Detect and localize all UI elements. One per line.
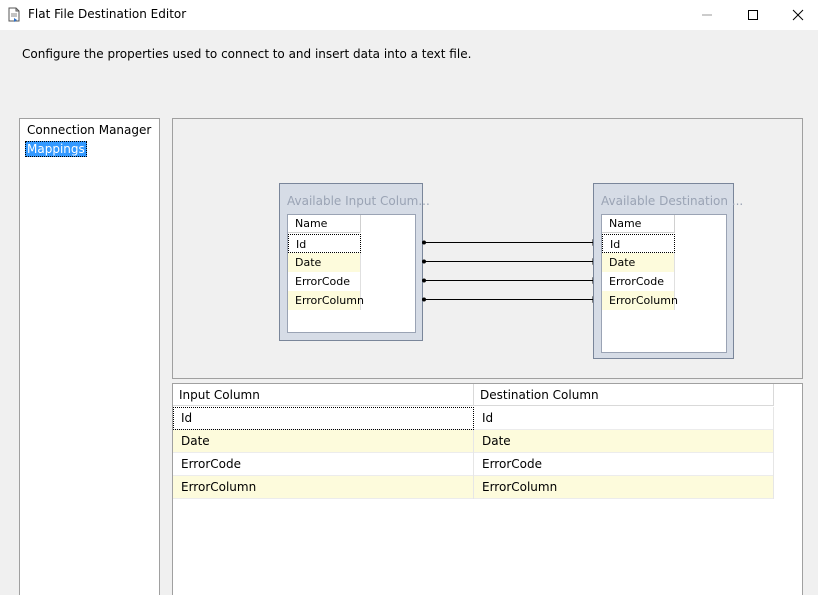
- input-column-cell[interactable]: ErrorColumn: [173, 476, 474, 499]
- input-column-item[interactable]: ErrorCode: [288, 272, 361, 291]
- destination-column-item[interactable]: Date: [602, 253, 675, 272]
- destination-column-header[interactable]: Destination Column: [474, 384, 774, 406]
- minimize-icon: [702, 14, 712, 16]
- nav-item-connection-manager[interactable]: Connection Manager: [27, 123, 152, 137]
- available-destination-columns-box[interactable]: Available Destination ... Name Id Date E…: [593, 183, 743, 359]
- instructions-text: Configure the properties used to connect…: [22, 47, 472, 61]
- close-icon: [792, 9, 804, 21]
- page-nav: Connection Manager Mappings: [19, 118, 160, 595]
- table-row[interactable]: Id Id: [173, 407, 774, 430]
- input-columns-header: Name: [288, 215, 361, 233]
- input-column-cell[interactable]: ErrorCode: [173, 453, 474, 476]
- destination-column-item[interactable]: ErrorCode: [602, 272, 675, 291]
- destination-column-cell[interactable]: ErrorCode: [474, 453, 774, 476]
- destination-column-cell[interactable]: Id: [474, 407, 774, 430]
- input-column-header[interactable]: Input Column: [173, 384, 474, 406]
- input-column-item[interactable]: ErrorColumn: [288, 291, 364, 310]
- destination-column-cell[interactable]: ErrorColumn: [474, 476, 774, 499]
- close-button[interactable]: [775, 0, 818, 30]
- title-bar: Flat File Destination Editor: [0, 0, 818, 30]
- destination-column-item[interactable]: Id: [602, 234, 675, 253]
- input-columns-list: Name Id Date ErrorCode ErrorColumn: [287, 214, 416, 333]
- input-column-cell[interactable]: Date: [173, 430, 474, 453]
- nav-item-mappings[interactable]: Mappings: [25, 141, 87, 157]
- available-destination-columns-title: Available Destination ...: [601, 194, 744, 208]
- table-row[interactable]: ErrorColumn ErrorColumn: [173, 476, 774, 499]
- input-column-item[interactable]: Id: [288, 234, 361, 253]
- flat-file-destination-icon: [8, 7, 20, 22]
- window-title: Flat File Destination Editor: [28, 7, 187, 21]
- input-column-item[interactable]: Date: [288, 253, 361, 272]
- destination-column-item[interactable]: ErrorColumn: [602, 291, 678, 310]
- mapping-canvas[interactable]: Available Input Colum... Name Id Date Er…: [172, 118, 803, 379]
- mappings-grid[interactable]: Input Column Destination Column Id Id Da…: [172, 383, 803, 595]
- available-input-columns-box[interactable]: Available Input Colum... Name Id Date Er…: [279, 183, 430, 341]
- table-row[interactable]: ErrorCode ErrorCode: [173, 453, 774, 476]
- maximize-icon: [748, 10, 758, 20]
- maximize-button[interactable]: [730, 0, 776, 30]
- destination-column-cell[interactable]: Date: [474, 430, 774, 453]
- input-column-cell[interactable]: Id: [173, 407, 474, 430]
- minimize-button[interactable]: [684, 0, 730, 30]
- available-input-columns-title: Available Input Colum...: [287, 194, 430, 208]
- destination-columns-header: Name: [602, 215, 675, 233]
- table-row[interactable]: Date Date: [173, 430, 774, 453]
- destination-columns-list: Name Id Date ErrorCode ErrorColumn: [601, 214, 727, 353]
